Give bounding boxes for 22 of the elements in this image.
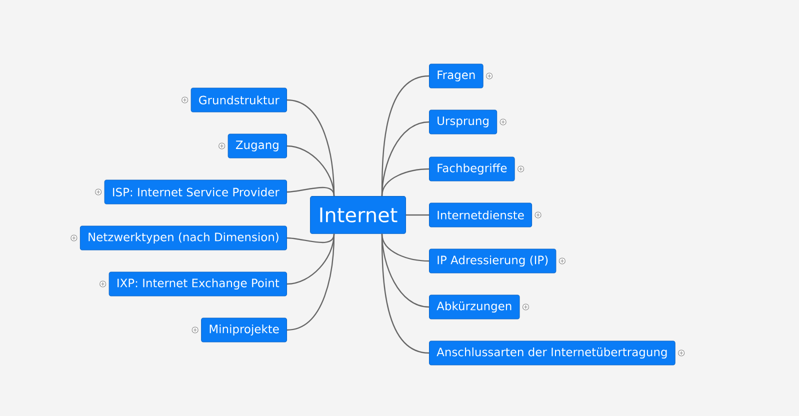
subtopic-box: Miniprojekte (201, 318, 287, 342)
subtopic-box: IXP: Internet Exchange Point (108, 272, 287, 296)
connector-line (286, 234, 335, 244)
subtopic-box: Ursprung (429, 110, 498, 134)
connector-line (406, 214, 429, 216)
subtopic-box: ISP: Internet Service Provider (104, 180, 287, 204)
subtopic-box: Zugang (228, 134, 287, 158)
subtopic-box: Abkürzungen (429, 294, 520, 320)
connector-line (381, 168, 430, 196)
connector-line (286, 145, 335, 196)
subtopic-box: Grundstruktur (190, 88, 287, 112)
connector-line (286, 186, 335, 196)
subtopic-box: Fragen (429, 64, 484, 88)
connector-line (381, 234, 430, 354)
subtopic-box: Fachbegriffe (429, 156, 515, 182)
topic-box: Internet (310, 196, 406, 234)
subtopic-box: IP Adressierung (IP) (429, 248, 556, 274)
subtopic-box: Netzwerktypen (nach Dimension) (80, 226, 287, 250)
subtopic-box: Anschlussarten der Internetübertragung (429, 340, 676, 366)
subtopic-box: Internetdienste (429, 202, 532, 228)
connector-line (381, 234, 430, 262)
connector-line (286, 234, 335, 331)
